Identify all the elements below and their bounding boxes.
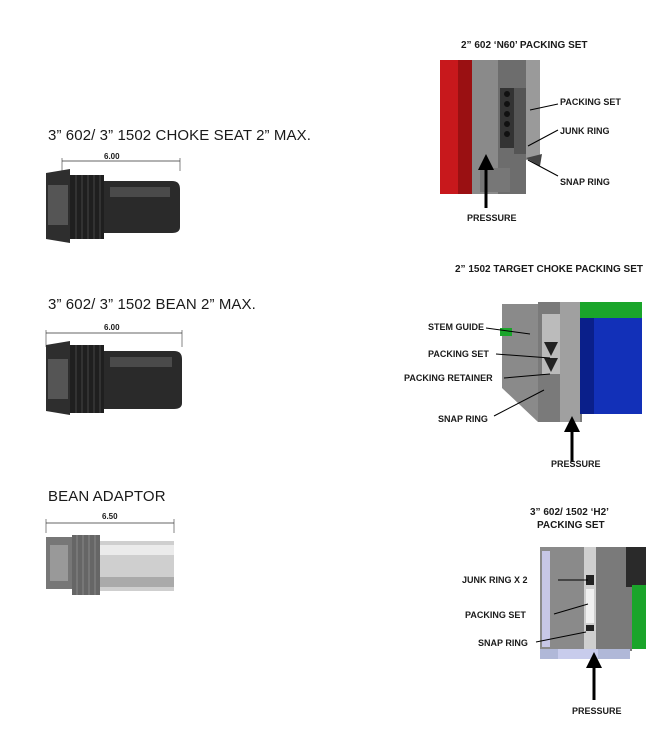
h2-leader-lines	[535, 579, 589, 643]
target-choke-pressure-label: PRESSURE	[551, 459, 601, 469]
n60-label-junk-ring: JUNK RING	[560, 126, 610, 136]
choke-seat-title: 3” 602/ 3” 1502 CHOKE SEAT 2” MAX.	[48, 127, 311, 144]
h2-title-line1: 3” 602/ 1502 ‘H2’	[530, 507, 609, 518]
n60-diagram	[440, 60, 559, 208]
target-choke-title: 2” 1502 TARGET CHOKE PACKING SET	[455, 264, 643, 275]
n60-pressure-label: PRESSURE	[467, 213, 517, 223]
bean-drawing	[45, 330, 183, 415]
target-choke-label-stem-guide: STEM GUIDE	[428, 322, 485, 332]
bean-adaptor-dimension: 6.50	[102, 512, 118, 521]
n60-label-snap-ring: SNAP RING	[560, 177, 610, 187]
h2-title-line2: PACKING SET	[537, 520, 605, 531]
target-choke-label-packing-retainer: PACKING RETAINER	[404, 373, 493, 383]
h2-label-snap-ring: SNAP RING	[478, 638, 528, 648]
target-choke-label-snap-ring: SNAP RING	[438, 414, 488, 424]
h2-label-packing-set: PACKING SET	[465, 610, 526, 620]
bean-title: 3” 602/ 3” 1502 BEAN 2” MAX.	[48, 296, 256, 313]
target-choke-leader-lines	[485, 327, 551, 417]
h2-pressure-label: PRESSURE	[572, 706, 622, 716]
h2-diagram	[540, 547, 646, 659]
n60-title: 2” 602 ‘N60’ PACKING SET	[461, 40, 588, 51]
target-choke-pressure-arrow	[564, 416, 580, 462]
n60-label-packing-set: PACKING SET	[560, 97, 621, 107]
h2-label-junk-ring: JUNK RING X 2	[462, 575, 528, 585]
choke-seat-drawing	[46, 158, 181, 243]
bean-adaptor-title: BEAN ADAPTOR	[48, 488, 166, 505]
target-choke-diagram	[500, 302, 642, 422]
choke-seat-dimension: 6.00	[104, 152, 120, 161]
bean-dimension: 6.00	[104, 323, 120, 332]
target-choke-label-packing-set: PACKING SET	[428, 349, 489, 359]
bean-adaptor-drawing	[45, 519, 175, 595]
h2-pressure-arrow	[586, 652, 602, 700]
